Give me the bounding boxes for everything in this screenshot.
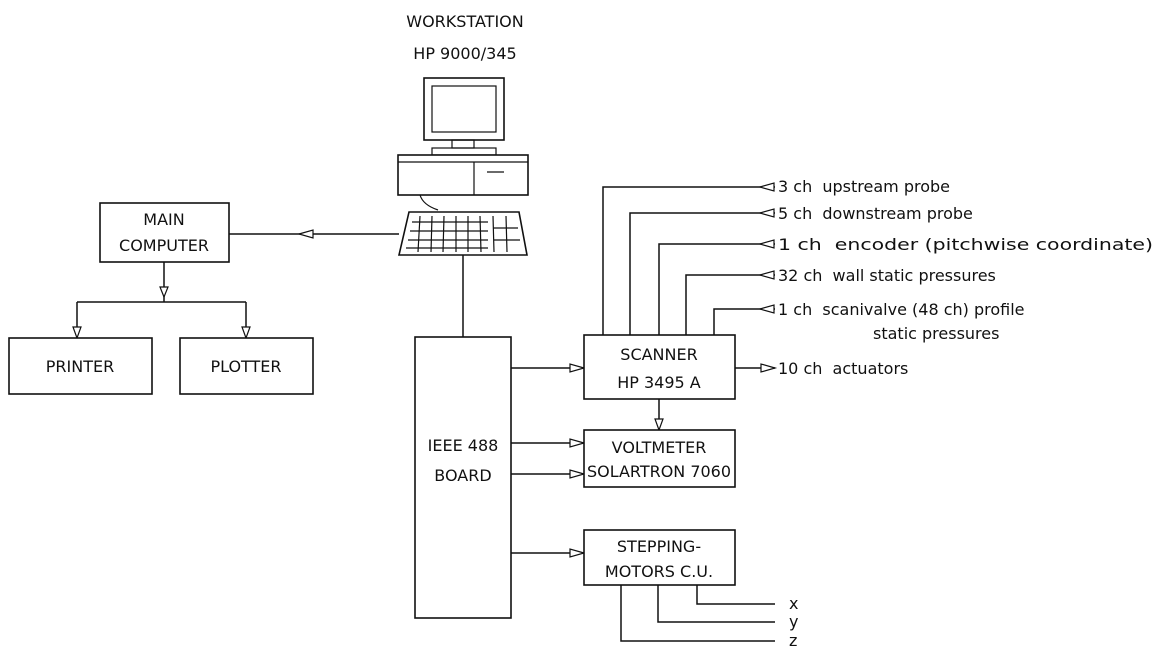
scanner-line1: SCANNER: [620, 345, 697, 364]
channel-label-static: static pressures: [873, 324, 999, 343]
plotter-label: PLOTTER: [210, 357, 281, 376]
channel-label-downstream: 5 ch downstream probe: [778, 204, 973, 223]
axis-z-label: z: [789, 631, 797, 650]
channel-label-wall: 32 ch wall static pressures: [778, 266, 996, 285]
channel-label-encoder: 1 ch encoder (pitchwise coordinate): [778, 235, 1153, 254]
printer-label: PRINTER: [46, 357, 114, 376]
workstation-computer-icon: [398, 78, 528, 255]
axis-x-label: x: [789, 594, 798, 613]
main-computer-line1: MAIN: [143, 210, 184, 229]
ieee-board-line2: BOARD: [434, 466, 491, 485]
ieee-board-line1: IEEE 488: [428, 436, 499, 455]
axis-y-label: y: [789, 612, 798, 631]
channel-label-scanivalve: 1 ch scanivalve (48 ch) profile: [778, 300, 1025, 319]
workstation-model: HP 9000/345: [413, 44, 516, 63]
workstation-title: WORKSTATION: [406, 12, 523, 31]
stepping-line1: STEPPING-: [617, 537, 701, 556]
voltmeter-line1: VOLTMETER: [612, 438, 707, 457]
main-computer-line2: COMPUTER: [119, 236, 209, 255]
stepping-line2: MOTORS C.U.: [605, 562, 713, 581]
voltmeter-line2: SOLARTRON 7060: [587, 462, 731, 481]
scanner-line2: HP 3495 A: [617, 373, 701, 392]
channel-label-upstream: 3 ch upstream probe: [778, 177, 950, 196]
channel-label-actuators: 10 ch actuators: [778, 359, 908, 378]
